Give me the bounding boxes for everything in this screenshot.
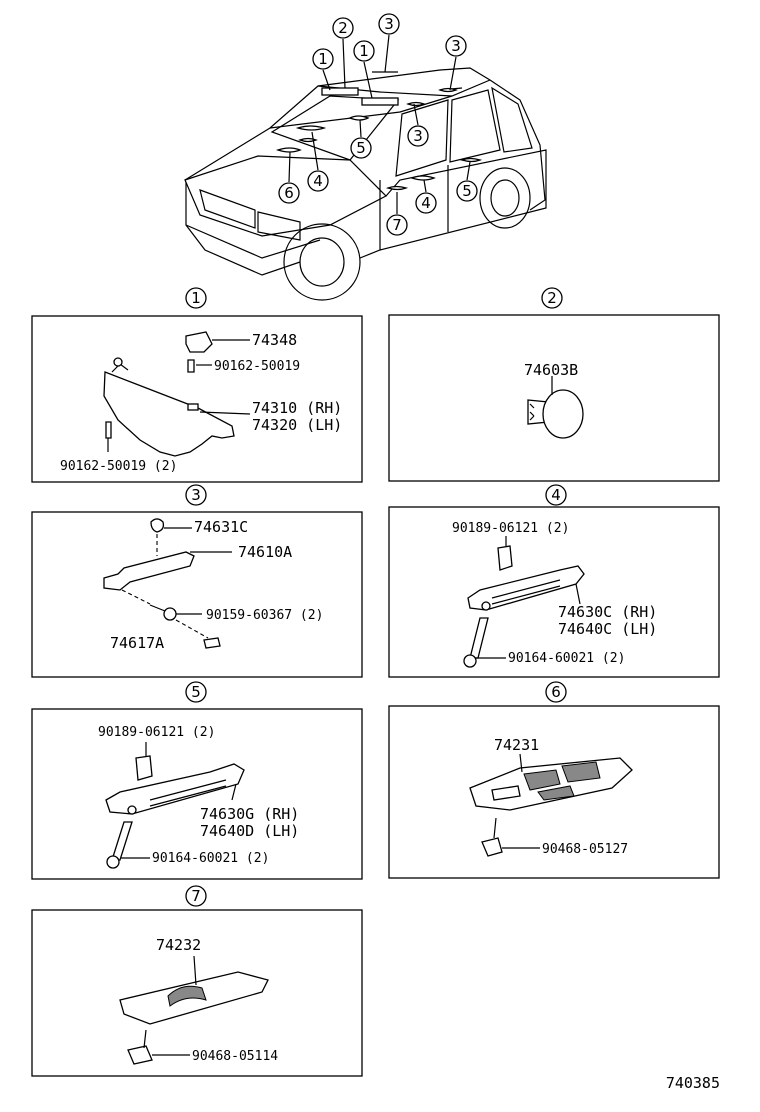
part-label: 74630C (RH) [558,603,657,621]
assist-grip-74630c [467,565,585,611]
panel-1-number: 1 [191,289,201,307]
car-callout: 7 [386,214,408,236]
svg-text:1: 1 [318,50,328,68]
svg-text:3: 3 [451,37,461,55]
part-label: 74640C (LH) [558,620,657,638]
panel-2: 2 74603B [388,287,720,482]
panel-7-number: 7 [191,887,201,905]
sun-visor [103,371,235,457]
svg-text:7: 7 [392,216,402,234]
part-label: 74610A [238,543,292,561]
part-label: 74320 (LH) [252,416,342,434]
panel-6: 6 74231 90468-05127 [388,681,720,879]
svg-text:1: 1 [359,42,369,60]
panel-2-number: 2 [547,289,557,307]
part-label: 74603B [524,361,578,379]
diagram-id: 740385 [666,1074,720,1092]
part-label: 74348 [252,331,297,349]
part-label: 90468-05127 [542,842,628,857]
part-label: 90468-05114 [192,1049,278,1064]
svg-text:3: 3 [413,127,423,145]
panel-7: 7 74232 90468-05114 [31,885,363,1077]
part-label: 90164-60021 (2) [152,851,269,866]
car-callout: 2 [332,17,354,39]
part-label: 90162-50019 (2) [60,459,177,474]
svg-text:2: 2 [338,19,348,37]
part-label: 74631C [194,518,248,536]
cover-74617a [203,637,221,649]
part-label: 74617A [110,634,164,652]
panel-4-number: 4 [551,486,561,504]
car-callout: 3 [445,35,467,57]
assist-grip-74630g [105,763,245,815]
car-callout: 3 [407,125,429,147]
panel-1: 1 74348 90162-50019 74310 (RH) 74320 (LH… [31,287,363,483]
svg-text:5: 5 [356,139,366,157]
svg-text:6: 6 [284,184,294,202]
part-label: 74630G (RH) [200,805,299,823]
car-callout: 5 [456,180,478,202]
car-callout: 6 [278,182,300,204]
svg-text:4: 4 [313,172,323,190]
bracket-74348 [185,331,213,353]
car-callout: 3 [378,13,400,35]
svg-text:4: 4 [421,194,431,212]
panel-5-number: 5 [191,683,201,701]
clip-74631c [150,518,165,533]
part-label: 74310 (RH) [252,399,342,417]
car-callout: 4 [415,192,437,214]
car-illustration: 1 2 1 3 3 3 5 4 6 4 7 5 [184,13,547,301]
svg-text:3: 3 [384,15,394,33]
part-label: 90159-60367 (2) [206,608,323,623]
car-callout: 4 [307,170,329,192]
part-label: 90189-06121 (2) [98,725,215,740]
part-label: 74232 [156,936,201,954]
part-label: 90162-50019 [214,359,300,374]
hanger-74610a [103,551,195,591]
panel-3-number: 3 [191,486,201,504]
part-label: 74640D (LH) [200,822,299,840]
svg-text:5: 5 [462,182,472,200]
part-label: 90189-06121 (2) [452,521,569,536]
panel-4: 4 90189-06121 (2) 74630C (RH) 74640C (LH… [388,484,720,678]
car-callout: 5 [350,137,372,159]
panel-5: 5 90189-06121 (2) 74630G (RH) 74640D (LH… [31,681,363,880]
part-label: 90164-60021 (2) [508,651,625,666]
panel-3: 3 74631C 74610A 90159-60367 (2) 74617A [31,484,363,678]
car-callout: 1 [312,48,334,70]
part-label: 74231 [494,736,539,754]
panel-6-number: 6 [551,683,561,701]
car-callout: 1 [353,40,375,62]
